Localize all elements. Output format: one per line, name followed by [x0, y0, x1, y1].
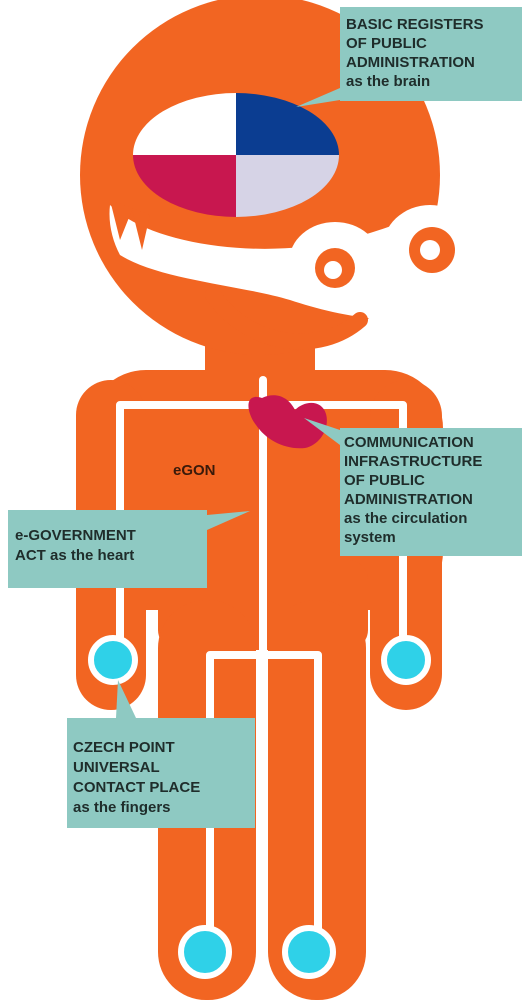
callout-heart: e-GOVERNMENT ACT as the heart	[8, 510, 250, 588]
eyes	[289, 205, 478, 302]
callout-heart-line-1: e-GOVERNMENT	[15, 527, 136, 544]
callout-circulation-line-4: ADMINISTRATION	[344, 491, 473, 508]
smile	[205, 287, 368, 350]
callout-circulation-line-3: OF PUBLIC	[344, 472, 425, 489]
egon-label: eGON	[173, 462, 216, 479]
callout-fingers-line-1: CZECH POINT	[73, 739, 175, 756]
callout-fingers: CZECH POINT UNIVERSAL CONTACT PLACE as t…	[67, 680, 255, 828]
callout-fingers-line-2: UNIVERSAL	[73, 759, 160, 776]
fingertips	[88, 635, 431, 979]
callout-brain: BASIC REGISTERS OF PUBLIC ADMINISTRATION…	[296, 7, 522, 107]
right-hand-fingertip	[381, 635, 431, 685]
callout-circulation-line-6: system	[344, 529, 396, 546]
left-foot-toe	[178, 925, 232, 979]
heart-icon	[248, 395, 327, 449]
callout-circulation-line-1: COMMUNICATION	[344, 434, 474, 451]
callout-brain-line-2: OF PUBLIC	[346, 35, 427, 52]
callout-circulation-line-2: INFRASTRUCTURE	[344, 453, 482, 470]
left-pupil-highlight	[324, 261, 342, 279]
callout-fingers-line-3: CONTACT PLACE	[73, 779, 200, 796]
left-hand-fingertip	[88, 635, 138, 685]
right-foot-toe	[282, 925, 336, 979]
right-pupil-highlight	[420, 240, 440, 260]
callout-brain-line-4: as the brain	[346, 73, 430, 90]
circulation-lines	[116, 376, 407, 964]
callout-circulation-line-5: as the circulation	[344, 510, 467, 527]
callout-brain-line-3: ADMINISTRATION	[346, 54, 475, 71]
callout-heart-line-2: ACT as the heart	[15, 547, 134, 564]
callout-brain-line-1: BASIC REGISTERS	[346, 16, 484, 33]
callout-circulation: COMMUNICATION INFRASTRUCTURE OF PUBLIC A…	[304, 418, 522, 556]
callout-fingers-line-4: as the fingers	[73, 799, 171, 816]
